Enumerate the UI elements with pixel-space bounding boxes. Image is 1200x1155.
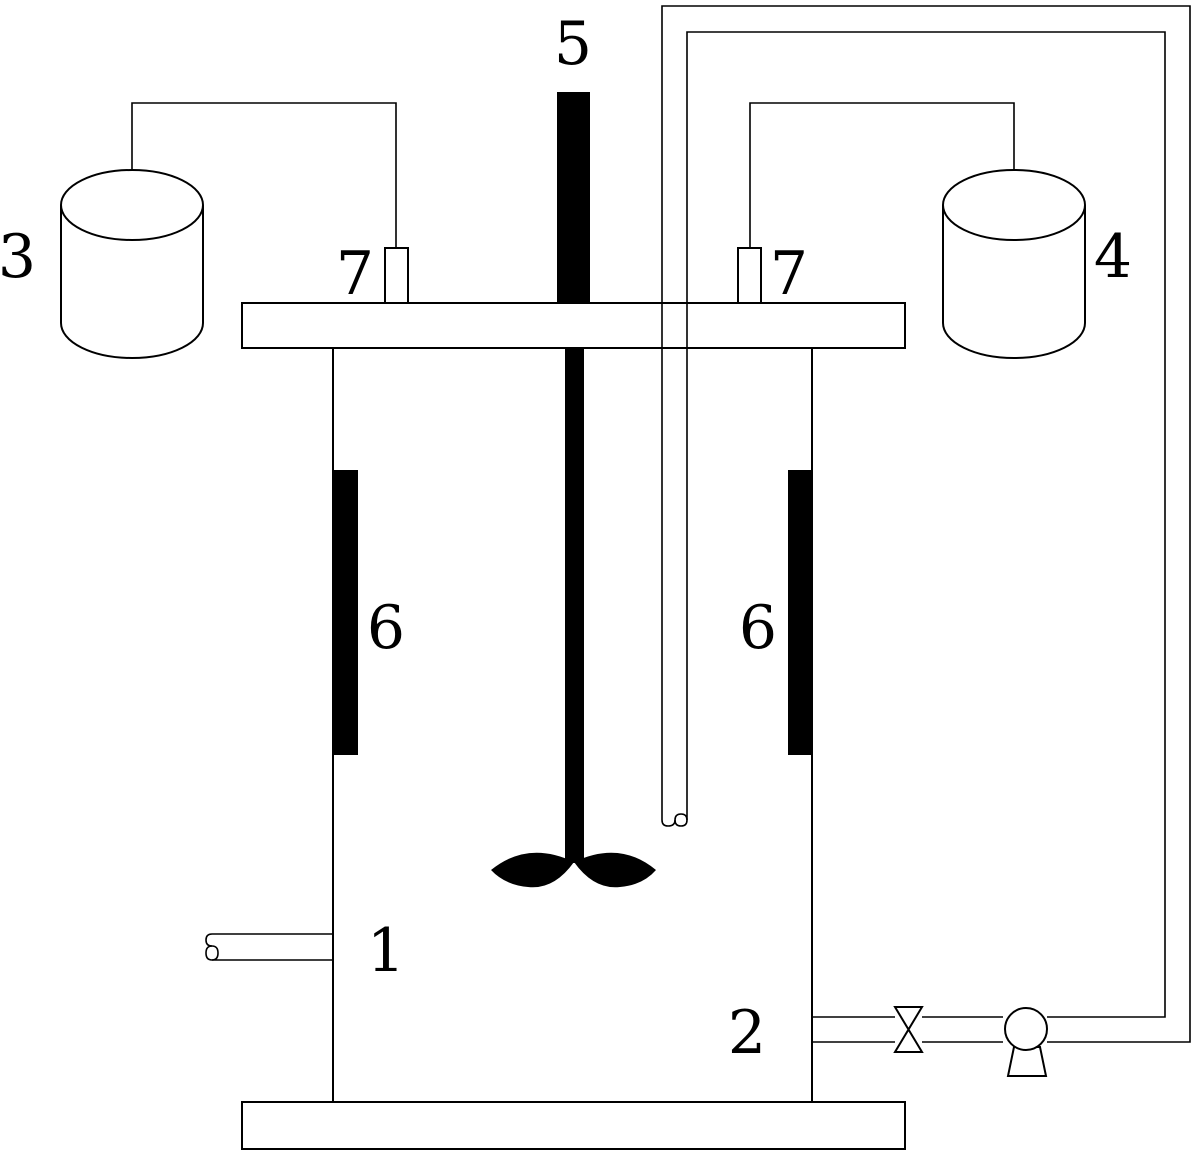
inlet-pipe bbox=[205, 933, 333, 961]
vessel-lid bbox=[241, 302, 906, 349]
label-tank-left: 3 bbox=[0, 222, 36, 292]
pump-icon bbox=[1004, 1007, 1048, 1077]
baffle-right bbox=[788, 470, 813, 755]
feed-line-left bbox=[131, 102, 397, 248]
label-port-left: 7 bbox=[336, 239, 374, 309]
lid-port-left bbox=[384, 247, 409, 304]
stirrer-motor-shaft bbox=[557, 92, 590, 303]
label-tank-right: 4 bbox=[1094, 222, 1132, 292]
tank-left bbox=[60, 169, 204, 359]
outlet-pipe bbox=[812, 1016, 1003, 1043]
stirrer-shaft bbox=[565, 348, 584, 863]
label-baffle-left: 6 bbox=[367, 593, 405, 663]
tank-right bbox=[942, 169, 1086, 359]
label-inlet: 1 bbox=[367, 916, 405, 986]
baffle-left bbox=[333, 470, 358, 755]
label-port-right: 7 bbox=[770, 239, 808, 309]
vessel-base bbox=[241, 1101, 906, 1150]
valve-icon bbox=[893, 1006, 924, 1053]
feed-line-right bbox=[749, 102, 1015, 248]
lid-port-right bbox=[737, 247, 762, 304]
label-stirrer: 5 bbox=[554, 9, 592, 79]
recirculation-tube bbox=[661, 5, 1191, 1043]
impeller bbox=[491, 852, 656, 888]
label-baffle-right: 6 bbox=[739, 593, 777, 663]
label-outlet: 2 bbox=[728, 998, 766, 1068]
